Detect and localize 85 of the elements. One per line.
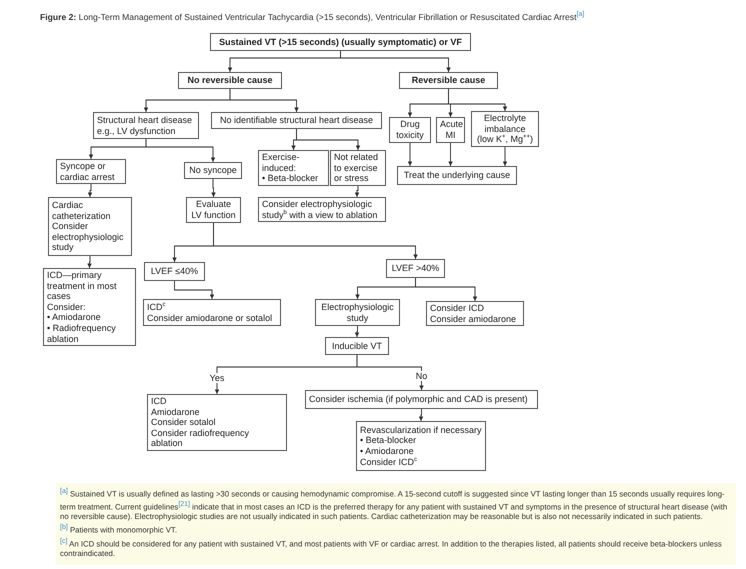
edge-label: Yes [208,372,226,382]
box-text: Evaluate LV function [190,199,237,221]
box-text: Consider electrophysiologic study$^{b}$ with a view to ablation [262,199,378,220]
arrow [88,184,92,198]
box-text: Consider radiofrequency ablation [151,428,250,449]
flowchart-box [178,72,282,89]
arrow [448,142,453,166]
arrow [354,184,360,198]
arrow [418,408,424,422]
arrow [174,280,214,300]
flowchart-box [305,390,538,409]
box-text: ICD [151,396,168,407]
flowchart-box [436,117,465,143]
box-text: Exercise-induced: [262,152,301,174]
box-text: • Beta-blocker [360,435,418,446]
flowchart-box [210,33,471,51]
flowchart-box [43,268,136,346]
box-text: No reversible cause [186,75,274,86]
flowchart-box [426,301,524,326]
flowchart-box [356,421,486,471]
box-text: • Amiodarone [47,312,102,323]
box-text: Acute MI [440,119,461,141]
arrow [211,178,216,198]
box-text: LVEF >40% [390,263,440,274]
flowchart-box [144,262,205,281]
box-text: Revascularization if necessary [360,424,482,436]
flowchart-box [399,72,498,89]
arrow [213,222,418,260]
box-text: Consider ischemia (if polymorphic and CAD is present) [309,394,529,405]
arrow [354,326,360,338]
arrow [296,128,360,150]
box-text: Electrolyte imbalance (low K$^{+}$, Mg$^{++}$) [476,113,534,145]
arrow [87,256,92,268]
arrow [230,88,299,112]
arrow [340,50,451,72]
box-text: • Amiodarone [360,446,414,457]
arrow [408,142,412,166]
box-text: Cardiac catheterization [52,200,112,222]
box-text: LVEF ≤40% [150,266,200,277]
box-text: Sustained VT (>15 seconds) (usually symptomatic) or VF [218,36,463,48]
flowchart-box [186,197,241,223]
flowchart-box [93,112,199,139]
box-text: No syncope [188,165,238,176]
edge-label: No [414,370,428,380]
box-text: Drug toxicity [395,119,425,141]
figure-title: Figure 2: Long-Term Management of Sustained Ventricular Tachycardia (>15 seconds), Ventricular Fibrillation or Resuscitated Cardiac Arrest$^{[a]}$ [40,11,584,22]
flowchart-box [56,159,126,184]
arrow [502,146,508,166]
box-text: No identifiable structural heart disease [218,115,374,126]
box-text: Syncope or cardiac arrest [60,161,116,182]
flowchart-box [147,394,287,451]
flowchart-box [184,162,242,179]
flowchart-box [315,299,400,326]
flowchart-box [386,259,445,278]
box-text: • Beta-blocker [262,173,320,184]
box-text: • Radiofrequency ablation [47,322,117,344]
box-text: Consider ICD$^{c}$ [360,456,418,468]
box-text: Amiodarone [151,406,201,418]
flowchart-box [258,197,386,222]
box-text: Consider amiodarone or sotalol [147,312,274,324]
flowchart-box [397,166,517,185]
box-text: Consider sotalol [151,417,217,428]
flowchart-box [258,150,329,186]
arrow [146,138,216,162]
box-text: Electrophysiologic study [320,302,395,324]
box-text: Consider amiodarone [430,314,518,324]
flowchart-box [48,197,132,256]
box-text: Inducible VT [330,340,384,352]
box-text: Treat the underlying cause [402,170,512,181]
flowchart-box [389,117,431,143]
box-text: Structural heart disease e.g., LV dysfunction [97,114,194,136]
arrow [356,354,424,390]
box-text: Consider electrophysiologic study [52,221,125,253]
flowchart-box [211,112,382,129]
box-text: Not related to exercise or stress [334,152,380,184]
box-text: Reversible cause [410,75,486,86]
box-text: ICD—primary treatment in most cases [47,270,118,302]
flowchart-box [143,299,281,326]
arrow [448,88,508,112]
flowchart-box [325,337,389,355]
box-text: ICD$^{c}$ [147,302,166,312]
box-text: Consider: [47,302,87,312]
box-text: Consider ICD [430,303,486,314]
flowchart-box [330,150,386,186]
arrow [415,278,478,302]
